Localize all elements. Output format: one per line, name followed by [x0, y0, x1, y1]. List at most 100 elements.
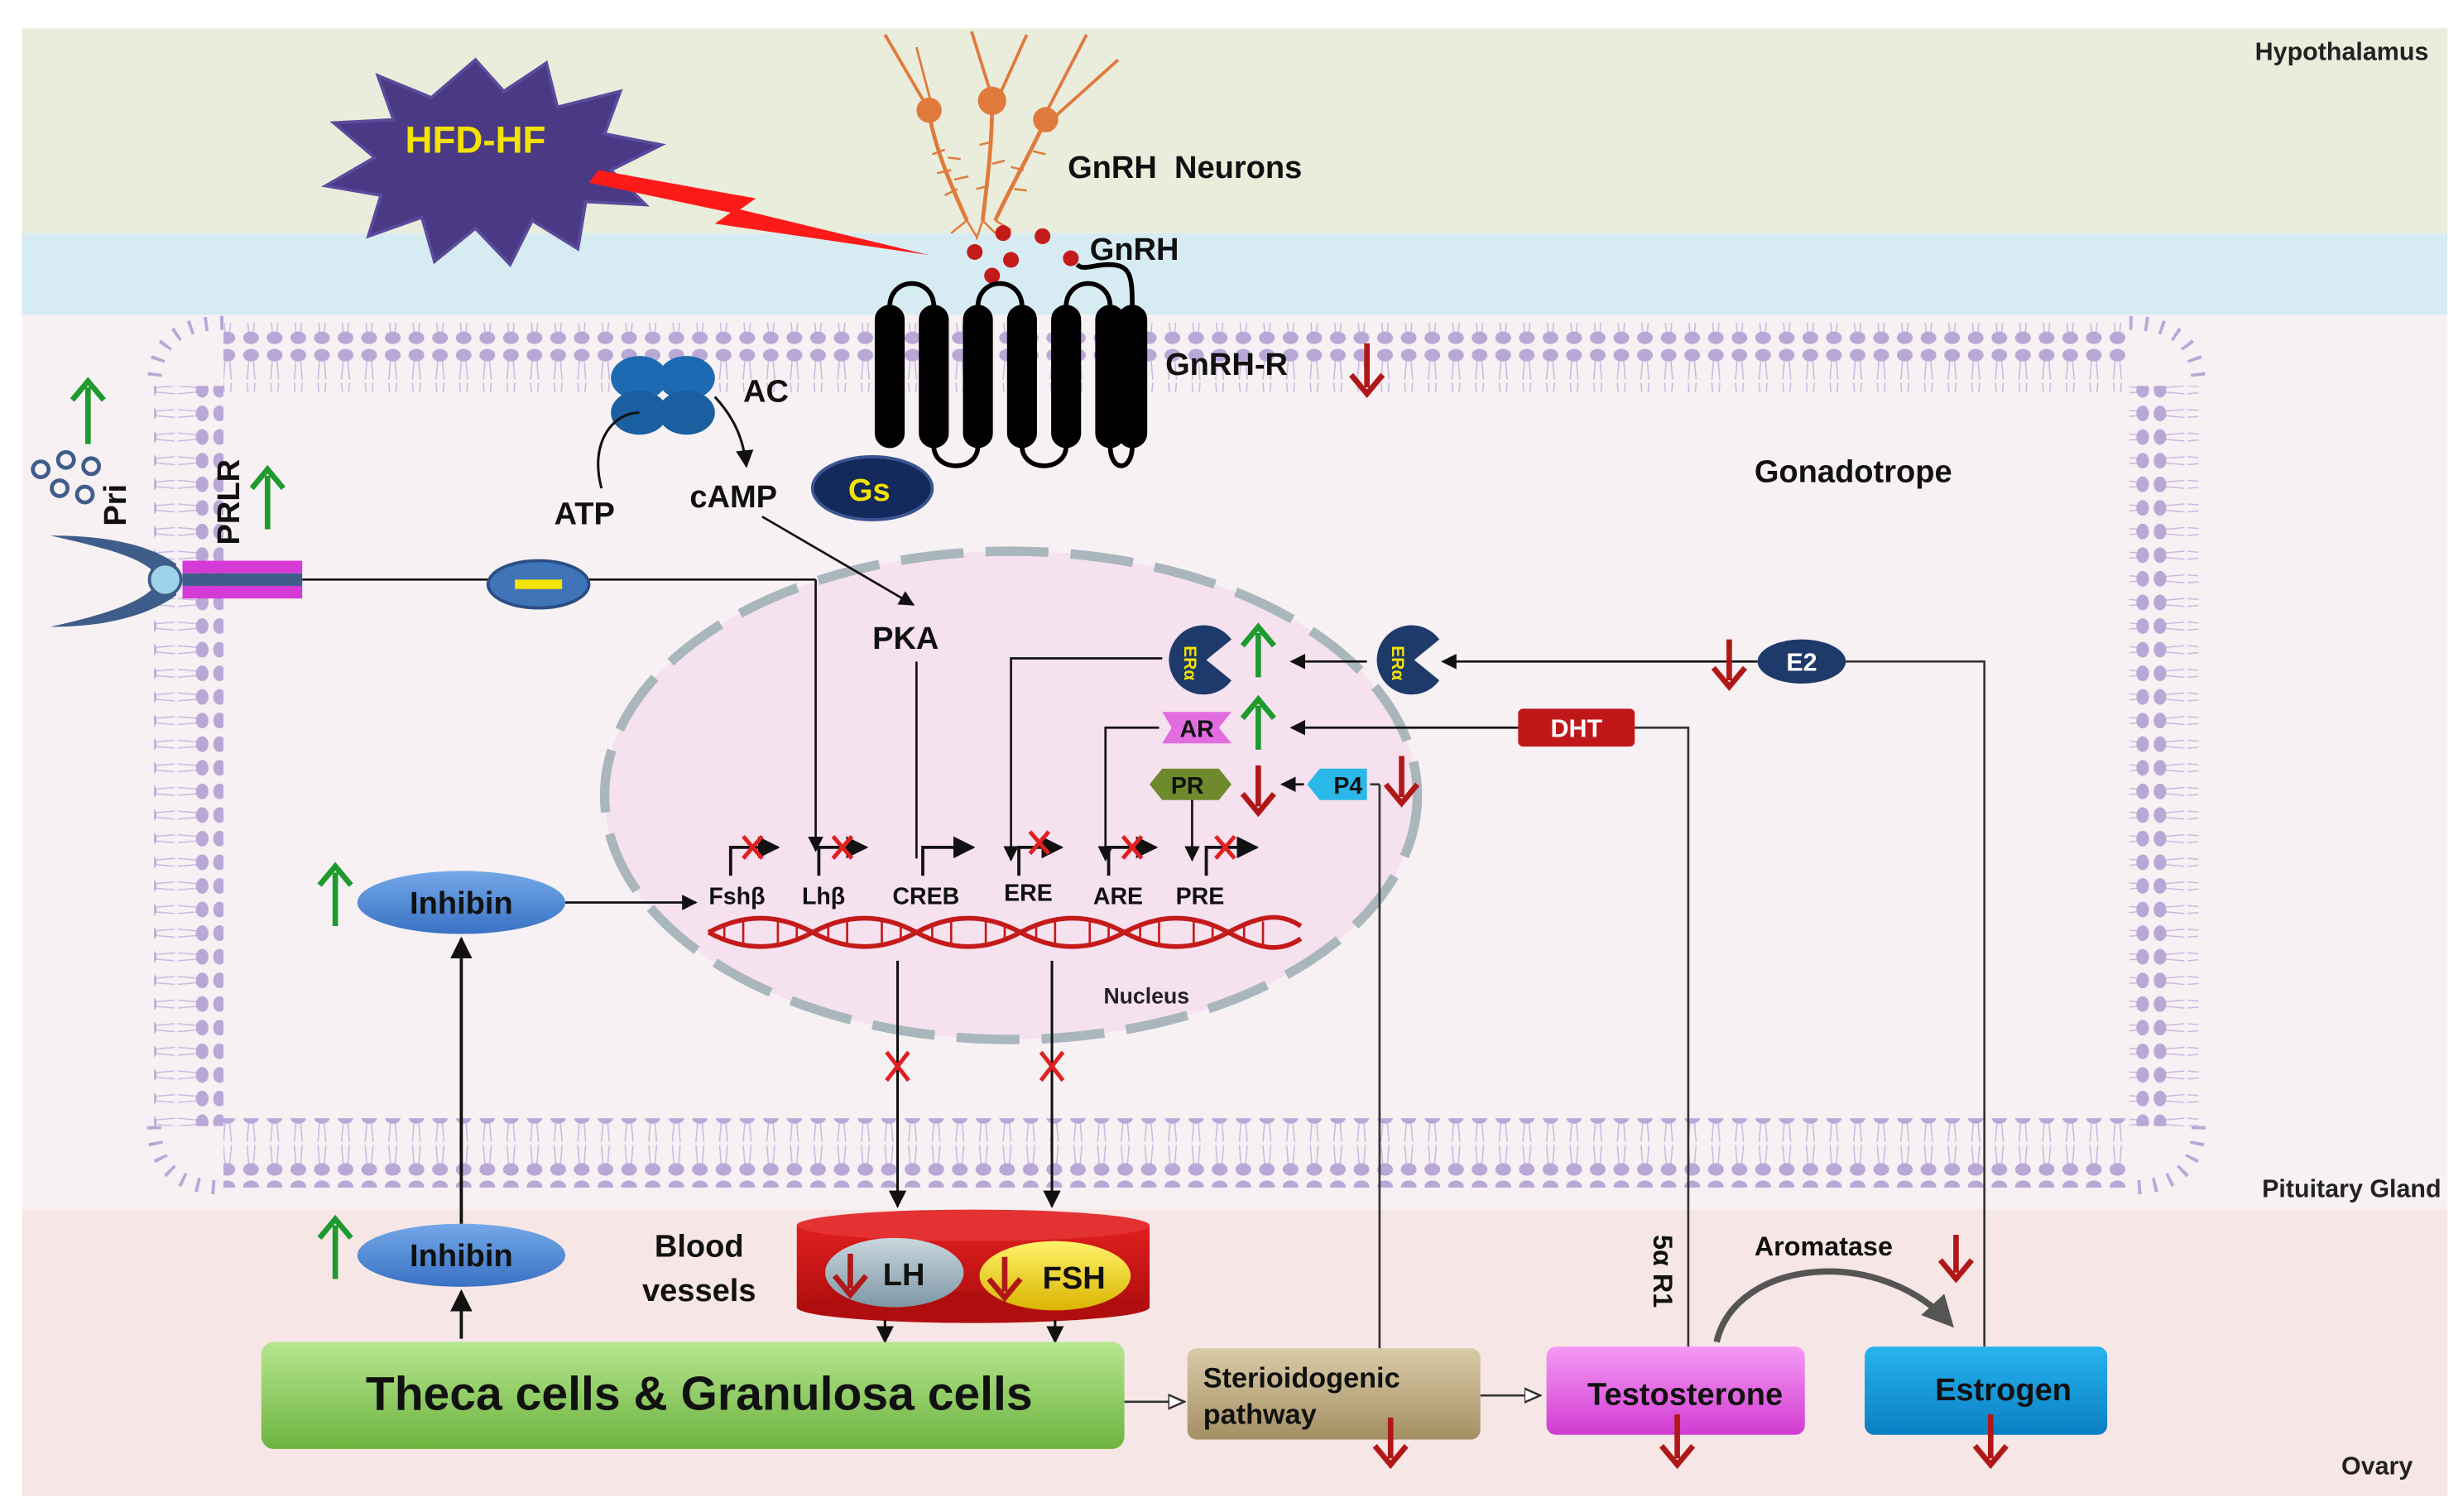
inhibin-top-label: Inhibin [410, 886, 513, 921]
pri-up-arrow [70, 377, 106, 444]
gnrh-molecules [967, 225, 1079, 284]
dht-label: DHT [1551, 715, 1603, 743]
steroidogenic-label-2: pathway [1203, 1399, 1317, 1430]
theca-granulosa-box [261, 1342, 1125, 1449]
steroidogenic-label-1: Sterioidogenic [1203, 1363, 1400, 1394]
lightning-bolt-icon [588, 170, 929, 256]
neuron-body-1 [916, 97, 942, 123]
testosterone-down-arrow [1659, 1414, 1696, 1470]
camp-to-pka-arrow [761, 516, 915, 606]
testosterone-box [1546, 1346, 1805, 1435]
testosterone-label: Testosterone [1587, 1378, 1783, 1413]
estrogen-label: Estrogen [1935, 1373, 2072, 1408]
p4-molecule [1307, 768, 1367, 800]
estrogen-to-e2-line [1846, 660, 1986, 1347]
ar-up-arrow [1240, 694, 1276, 750]
gene-pre: PRE [1176, 883, 1225, 910]
gnrh-label: GnRH [1090, 233, 1179, 267]
atp-label: ATP [555, 497, 615, 532]
pr-receptor [1150, 768, 1232, 800]
gene-are: ARE [1093, 883, 1143, 910]
aromatase-label: Aromatase [1755, 1231, 1893, 1261]
gnrh-neurons-icon [883, 31, 1120, 240]
hypothalamus-label: Hypothalamus [2255, 37, 2429, 65]
svg-text:ERα: ERα [1388, 646, 1407, 680]
neuron-body-2 [977, 86, 1006, 115]
gonadotrope-label: Gonadotrope [1755, 454, 1952, 489]
gene-ere: ERE [1004, 881, 1053, 907]
lh-down-arrow [832, 1253, 869, 1299]
5a-r1-label: 5α R1 [1648, 1235, 1678, 1308]
lh-label: LH [883, 1258, 925, 1293]
secretion-block-marks [885, 1050, 1065, 1082]
prlr-up-arrow [249, 464, 286, 530]
prolactin-molecules [31, 449, 102, 505]
ac-to-camp-arrow [713, 396, 754, 468]
gnrh-neurons-label: GnRH Neurons [1068, 151, 1302, 185]
pr-down-arrow [1240, 765, 1276, 818]
gnrh-r-label: GnRH-R [1165, 348, 1288, 382]
svg-text:ERα: ERα [1180, 646, 1199, 680]
gene-block-marks [742, 830, 1236, 860]
aromatase-arrow [1713, 1268, 1954, 1343]
steroid-down-arrow [1372, 1417, 1409, 1470]
p4-down-arrow [1383, 756, 1420, 808]
gene-lhb: Lhβ [802, 883, 845, 910]
ac-label: AC [743, 374, 789, 409]
fsh-down-arrow [987, 1256, 1023, 1303]
e2-down-arrow [1711, 639, 1747, 691]
gene-fshb: Fshβ [708, 883, 765, 910]
blood-vessels-label-2: vessels [642, 1274, 756, 1308]
blue-band [22, 233, 2448, 315]
gnrh-r-down-arrow [1349, 343, 1385, 398]
prlr-label: PRLR [212, 459, 247, 545]
camp-label: cAMP [689, 480, 777, 515]
pri-label: Pri [98, 484, 133, 526]
testosterone-to-dht-line [1635, 726, 1690, 1347]
inhibin-top-up-arrow [317, 862, 353, 927]
theca-granulosa-label: Theca cells & Granulosa cells [366, 1367, 1033, 1420]
atp-camp-arc [597, 411, 640, 489]
hfd-starburst [321, 57, 666, 267]
inhibin-top [357, 871, 565, 934]
pituitary-label: Pituitary Gland [2262, 1174, 2441, 1202]
gnrh-receptor [874, 262, 1148, 468]
aromatase-down-arrow [1937, 1235, 1975, 1284]
e2-molecule [1757, 639, 1846, 684]
hfd-label: HFD-HF [406, 119, 546, 161]
dna-helix [707, 914, 1303, 950]
estrogen-box [1865, 1346, 2108, 1435]
gs-label: Gs [848, 473, 891, 508]
prlr-receptor [50, 535, 303, 627]
steroidogenic-box [1187, 1348, 1481, 1440]
adenylyl-cyclase [611, 356, 715, 435]
ovary-label: Ovary [2341, 1452, 2413, 1480]
cell-membrane [146, 315, 2206, 1195]
lh-hormone [824, 1237, 964, 1308]
nucleus-label: Nucleus [1103, 983, 1189, 1008]
gs-protein [810, 455, 934, 521]
p4-label: P4 [1333, 773, 1362, 799]
inhibin-bottom-up-arrow [317, 1214, 353, 1279]
fsh-hormone [979, 1241, 1131, 1311]
neuron-body-3 [1033, 107, 1059, 132]
ar-label: AR [1180, 717, 1215, 743]
er-alpha-nuclear: ERα [1169, 625, 1232, 695]
er-nuclear-up-arrow [1240, 622, 1276, 678]
estrogen-down-arrow [1972, 1414, 2009, 1470]
gene-creb: CREB [892, 883, 959, 910]
inhibin-bottom [357, 1223, 565, 1287]
fsh-label: FSH [1043, 1261, 1106, 1296]
inhibitor-badge [486, 559, 591, 610]
pka-label: PKA [872, 622, 939, 656]
ar-receptor [1162, 712, 1232, 744]
inhibin-bottom-label: Inhibin [410, 1239, 513, 1274]
pr-label: PR [1171, 773, 1204, 799]
gene-promoters [728, 836, 1260, 876]
er-alpha-cytoplasm: ERα [1376, 625, 1440, 695]
blood-vessels-label-1: Blood [655, 1230, 744, 1265]
er-to-ere-arrow [1003, 657, 1163, 862]
ar-to-are-arrow [1097, 726, 1159, 862]
dht-box [1518, 708, 1635, 747]
